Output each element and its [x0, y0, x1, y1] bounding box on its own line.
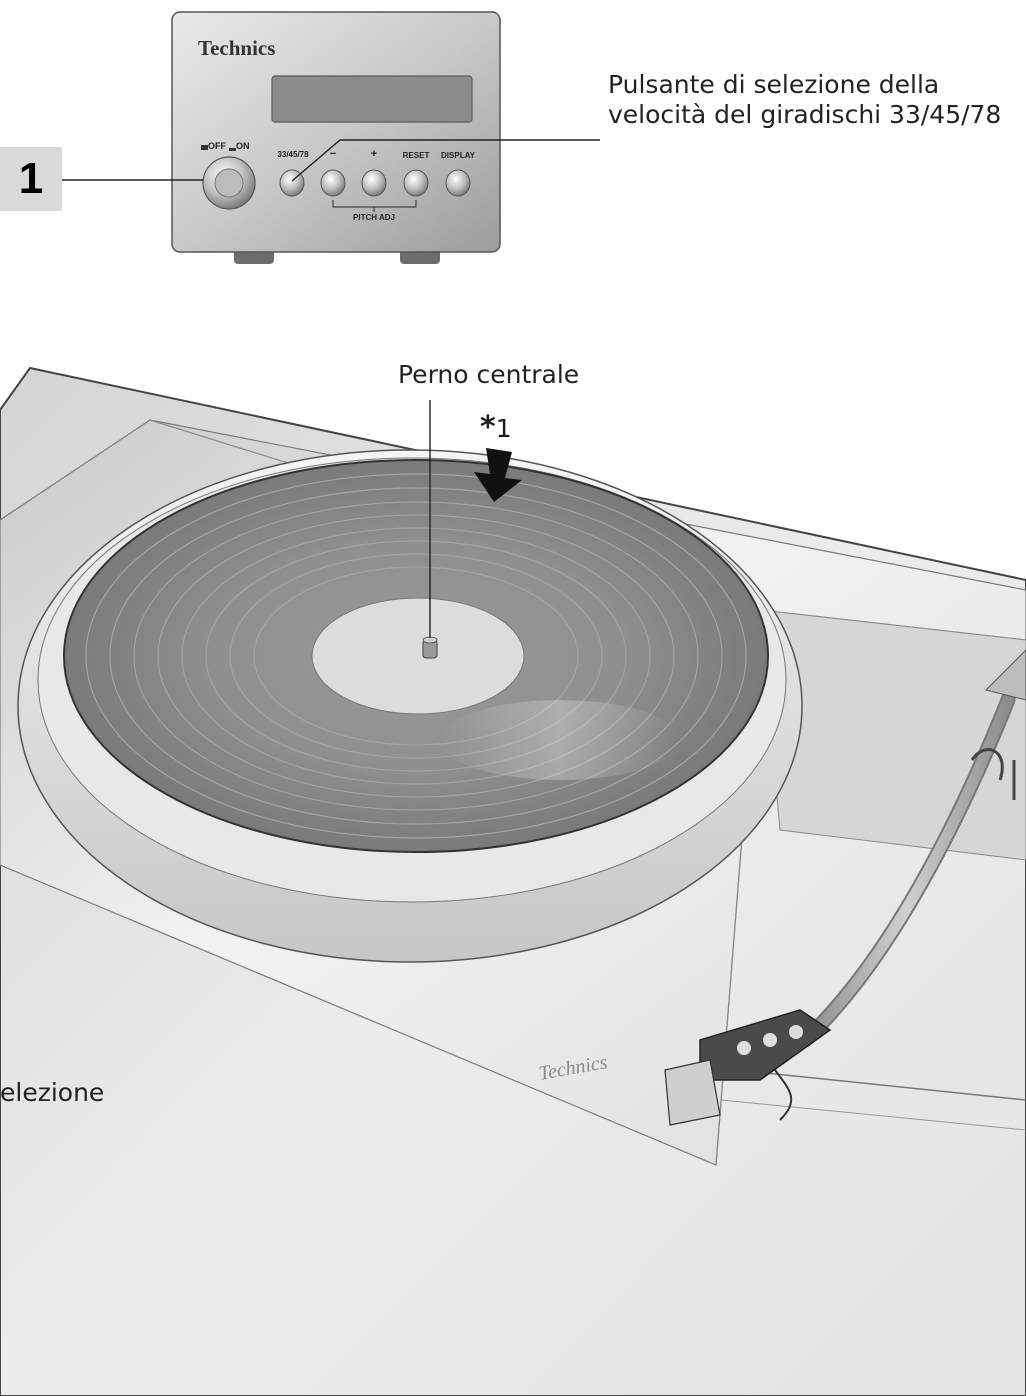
center-spindle-callout: Perno centrale — [398, 360, 579, 390]
pitch-adj-label: PITCH ADJ — [346, 213, 402, 222]
power-off-label: OFF — [208, 141, 226, 151]
reset-button-label: RESET — [396, 151, 436, 160]
pitch-plus-label: + — [362, 148, 386, 160]
reset-button — [404, 170, 428, 196]
control-unit-brand: Technics — [198, 36, 275, 61]
speed-selector-callout: Pulsante di selezione della velocità del… — [608, 70, 1008, 130]
pitch-minus-label: − — [321, 148, 345, 160]
asterisk-note-callout: *1 — [480, 410, 512, 445]
asterisk-icon: * — [480, 410, 496, 445]
asterisk-note-number: 1 — [496, 414, 512, 443]
display-button — [446, 170, 470, 196]
display-button-label: DISPLAY — [434, 151, 482, 160]
pitch-minus-button — [321, 170, 345, 196]
power-on-label: ON — [236, 141, 250, 151]
speed-button-label: 33/45/78 — [271, 150, 315, 159]
pitch-plus-button — [362, 170, 386, 196]
bottom-partial-callout: elezione — [0, 1078, 104, 1108]
